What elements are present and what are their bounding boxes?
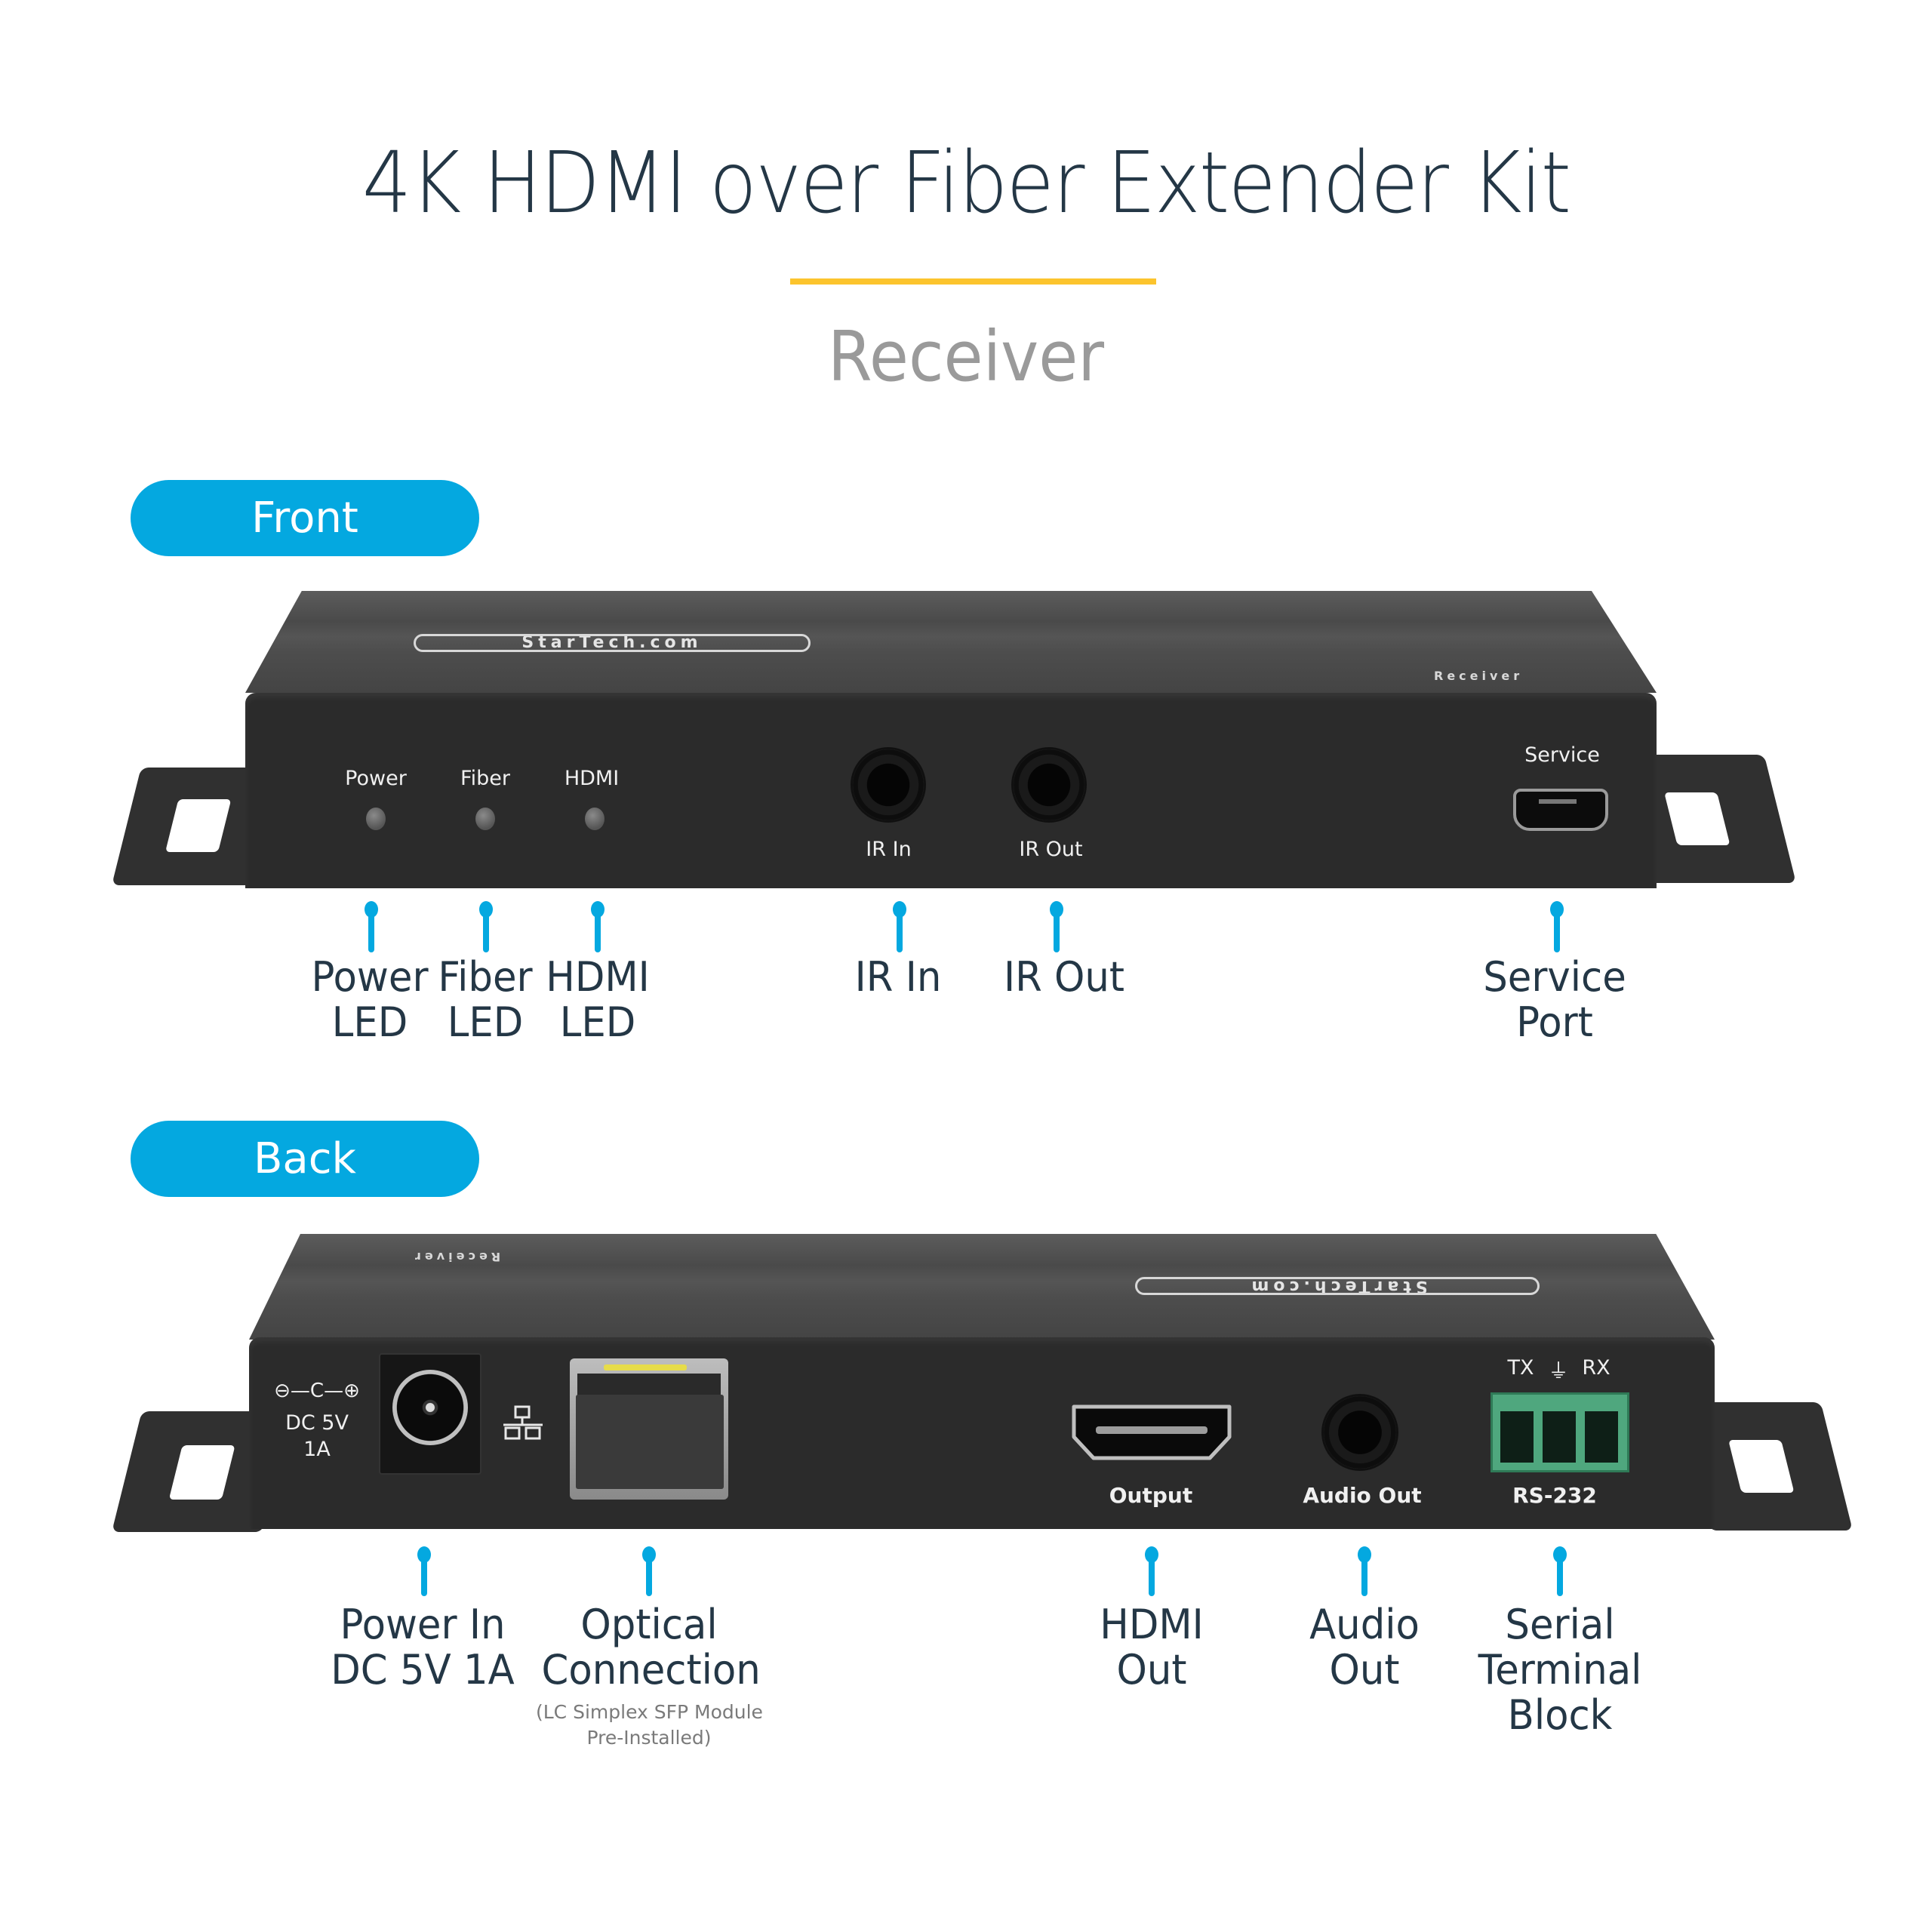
page-subtitle: Receiver [827, 316, 1105, 397]
callout-pin-ir-out [1050, 901, 1063, 952]
callout-serial-terminal-block: Serial Terminal Block [1478, 1601, 1642, 1739]
front-panel [245, 693, 1657, 888]
dc-power-jack [379, 1353, 481, 1475]
callout-pin-fiber-led [479, 901, 493, 952]
silk-output: Output [1109, 1483, 1193, 1508]
device-top-lid [245, 591, 1657, 693]
audio-out-jack [1324, 1396, 1396, 1469]
callout-fiber-led: Fiber LED [438, 953, 533, 1046]
silk-rs232: RS-232 [1512, 1483, 1597, 1508]
power-led [366, 808, 386, 830]
callout-pin-optical [642, 1546, 656, 1596]
back-panel [249, 1337, 1715, 1529]
sfp-module [570, 1358, 728, 1500]
device-top-lid [249, 1234, 1715, 1340]
page-title: 4K HDMI over Fiber Extender Kit [361, 134, 1571, 232]
brand-logo: StarTech.com [414, 634, 811, 652]
ir-out-jack [1014, 749, 1084, 820]
callout-pin-service-port [1550, 901, 1564, 952]
callout-pin-hdmi-led [591, 901, 605, 952]
silk-fiber: Fiber [460, 767, 510, 790]
silk-dc-rating-2: 1A [303, 1438, 331, 1461]
model-imprint: Receiver [411, 1250, 501, 1264]
callout-pin-serial [1553, 1546, 1567, 1596]
hdmi-led [585, 808, 605, 830]
callout-pin-power-led [365, 901, 378, 952]
silk-hdmi: HDMI [564, 767, 620, 790]
callout-pin-power-in [417, 1546, 431, 1596]
back-device-image: Receiver StarTech.com ⊖—C—⊕ DC 5V 1A Out… [112, 1234, 1853, 1532]
callout-pin-ir-in [893, 901, 906, 952]
serial-terminal-block [1491, 1392, 1629, 1472]
callout-ir-in: IR In [854, 953, 942, 1001]
ground-symbol: ⏚ [1548, 1360, 1569, 1383]
callout-hdmi-out: HDMI Out [1100, 1601, 1204, 1694]
callout-optical-note: (LC Simplex SFP Module Pre-Installed) [536, 1701, 763, 1749]
model-imprint: Receiver [1434, 669, 1524, 683]
silk-ir-in: IR In [866, 838, 912, 861]
polarity-symbol: ⊖—C—⊕ [274, 1380, 360, 1402]
network-icon [502, 1405, 544, 1441]
silk-rx: RX [1582, 1356, 1611, 1380]
callout-power-in: Power In DC 5V 1A [331, 1601, 515, 1694]
micro-usb-port [1513, 789, 1608, 831]
callout-optical-connection: Optical Connection [541, 1601, 761, 1694]
callout-hdmi-led: HDMI LED [546, 953, 650, 1046]
silk-power: Power [345, 767, 407, 790]
back-section-pill: Back [131, 1121, 479, 1197]
callout-pin-audio-out [1358, 1546, 1371, 1596]
front-device-image: StarTech.com Receiver Power Fiber HDMI I… [0, 0, 1932, 906]
silk-tx: TX [1507, 1356, 1534, 1380]
silk-service: Service [1524, 743, 1600, 767]
silk-ir-out: IR Out [1019, 838, 1083, 861]
callout-audio-out: Audio Out [1309, 1601, 1420, 1694]
brand-logo: StarTech.com [1135, 1277, 1540, 1295]
silk-audio-out: Audio Out [1303, 1483, 1422, 1508]
callout-service-port: Service Port [1483, 953, 1626, 1046]
fiber-led [475, 808, 495, 830]
hdmi-output-port [1069, 1402, 1234, 1462]
title-divider [790, 278, 1156, 285]
ir-in-jack [853, 749, 924, 820]
callout-ir-out: IR Out [1003, 953, 1125, 1001]
front-section-pill: Front [131, 480, 479, 556]
callout-power-led: Power LED [311, 953, 429, 1046]
callout-pin-hdmi-out [1145, 1546, 1158, 1596]
silk-dc-rating-1: DC 5V [285, 1411, 349, 1435]
